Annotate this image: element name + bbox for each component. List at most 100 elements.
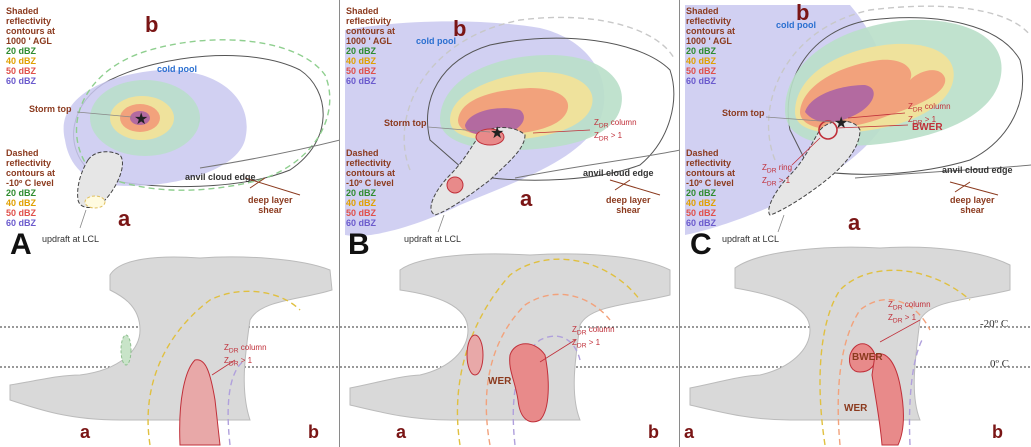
bwer-region — [849, 343, 876, 373]
legend-dashed-title-2: reflectivity — [346, 158, 392, 168]
zdr-column-word: column — [608, 118, 637, 127]
bwer-leader — [836, 124, 909, 129]
storm-top-label: Storm top — [29, 104, 72, 114]
cross-point-a: a — [684, 422, 695, 442]
zdr-column-cross-label: ZDR column ZDR > 1 — [572, 325, 615, 350]
legend-dashed-40dbz: 40 dBZ — [6, 198, 37, 208]
legend-dashed-60dbz: 60 dBZ — [686, 218, 717, 228]
legend-dashed-40dbz: 40 dBZ — [346, 198, 377, 208]
updraft-outline — [768, 120, 861, 216]
legend-shaded-title-3: contours at — [686, 26, 736, 36]
cross-section-dashed-40dbz — [485, 293, 611, 446]
zdr-sub: DR — [912, 106, 923, 114]
point-b-label: b — [796, 0, 810, 25]
shear-arrow-1 — [609, 179, 661, 196]
zdr-gt1-rest: > 1 — [586, 337, 601, 347]
zdr-gt1-sub: DR — [576, 342, 587, 350]
zdr-gt1-rest: > 1 — [776, 175, 791, 185]
legend-dashed-title-1: Dashed — [346, 148, 379, 158]
zdr-gt1-sub: DR — [766, 180, 777, 188]
point-b-label: b — [453, 16, 467, 41]
legend-20dbz: 20 dBZ — [686, 46, 717, 56]
legend-shaded: Shaded reflectivity contours at 1000 ' A… — [346, 6, 395, 86]
legend-dashed-60dbz: 60 dBZ — [6, 218, 37, 228]
legend-shaded-title-1: Shaded — [6, 6, 39, 16]
legend-dashed-title-4: -10º C level — [686, 178, 734, 188]
legend-dashed-20dbz: 20 dBZ — [686, 188, 717, 198]
zdr-gt1-sub: DR — [892, 317, 903, 325]
cross-section-dashed-20dbz — [819, 269, 971, 446]
zdr-ring — [818, 120, 838, 140]
legend-shaded: Shaded reflectivity contours at 1000 ' A… — [686, 6, 735, 86]
cloud-cross-section — [9, 256, 333, 421]
zdr-sub: DR — [598, 122, 609, 130]
storm-top-label: Storm top — [384, 118, 427, 128]
zdr-column — [871, 353, 904, 446]
legend-dashed-50dbz: 50 dBZ — [686, 208, 717, 218]
zdr-column-label: ZDR column ZDR > 1 — [908, 102, 951, 127]
panel-a-drawing: ★ — [0, 39, 339, 446]
zdr-gt1-rest: > 1 — [922, 114, 937, 124]
legend-dashed-title-3: contours at — [346, 168, 396, 178]
legend-dashed: Dashed reflectivity contours at -10º C l… — [346, 148, 395, 228]
shear-arrow-2 — [954, 181, 971, 193]
bwer-label: BWER — [852, 352, 883, 363]
zdr-column-leader — [879, 319, 921, 343]
shear-arrow-1 — [949, 181, 999, 196]
anvil-cloud-outline — [427, 37, 675, 181]
legend-dashed-title-3: contours at — [6, 168, 56, 178]
legend-20dbz: 20 dBZ — [6, 46, 37, 56]
zero-label: 0º C — [990, 358, 1009, 370]
zdr-leader — [532, 129, 591, 134]
anvil-cloud-edge-label: anvil cloud edge — [583, 168, 654, 178]
legend-60dbz: 60 dBZ — [346, 76, 377, 86]
small-cell — [466, 334, 484, 376]
cross-section-dashed-60dbz — [908, 339, 923, 446]
zdr-column — [179, 359, 221, 446]
storm-top-label: Storm top — [722, 108, 765, 118]
legend-shaded: Shaded reflectivity contours at 1000 ' A… — [6, 6, 55, 86]
cross-point-b: b — [992, 422, 1003, 442]
updraft-lcl — [446, 176, 464, 194]
point-a-label: a — [848, 210, 861, 235]
legend-40dbz: 40 dBZ — [686, 56, 717, 66]
legend-shaded-title-4: 1000 ' AGL — [686, 36, 732, 46]
legend-shaded-title-2: reflectivity — [346, 16, 392, 26]
zdr-gt1-rest: > 1 — [238, 355, 253, 365]
cross-section-dashed-40dbz — [837, 299, 931, 446]
point-a-label: a — [118, 206, 131, 231]
zdr-column-word: column — [902, 300, 931, 309]
zdr-column-word: column — [238, 343, 267, 352]
zdr-column-leader — [211, 359, 236, 376]
shear-arrow-2 — [614, 179, 631, 191]
zdr-ring-label: ZDR ring ZDR > 1 — [762, 163, 792, 188]
zdr-gt1-sub: DR — [912, 119, 923, 127]
cross-section-dashed-50dbz — [227, 359, 246, 446]
small-cell — [120, 334, 132, 366]
dashed-20dbz-contour — [767, 5, 1031, 161]
cross-section-dashed-60dbz — [512, 335, 581, 446]
zdr-column-cross-label: ZDR column ZDR > 1 — [888, 300, 931, 325]
legend-dashed-title-2: reflectivity — [686, 158, 732, 168]
zdr-gt1-z: Z — [762, 175, 767, 185]
legend-shaded-title-1: Shaded — [346, 6, 379, 16]
legend-60dbz: 60 dBZ — [6, 76, 37, 86]
zdr-column-word: column — [586, 325, 615, 334]
storm-top-leader — [76, 111, 133, 118]
updraft-lcl-label: updraft at LCL — [404, 234, 462, 244]
shear-label-line2: shear — [616, 205, 641, 215]
cross-section-dashed-20dbz — [147, 290, 301, 446]
zdr-gt1-z: Z — [888, 312, 893, 322]
legend-dashed-title-3: contours at — [686, 168, 736, 178]
legend-shaded-title-3: contours at — [6, 26, 56, 36]
legend-shaded-title-4: 1000 ' AGL — [6, 36, 52, 46]
shear-label: deep layer shear — [248, 195, 293, 215]
shear-arrow-1 — [244, 177, 301, 196]
zdr-gt1-rest: > 1 — [608, 130, 623, 140]
storm-top-star: ★ — [834, 115, 848, 132]
legend-50dbz: 50 dBZ — [346, 66, 377, 76]
zdr-column-leader — [539, 339, 576, 363]
legend-dashed-60dbz: 60 dBZ — [346, 218, 377, 228]
anvil-edge-line — [854, 164, 1031, 179]
legend-dashed-20dbz: 20 dBZ — [346, 188, 377, 198]
